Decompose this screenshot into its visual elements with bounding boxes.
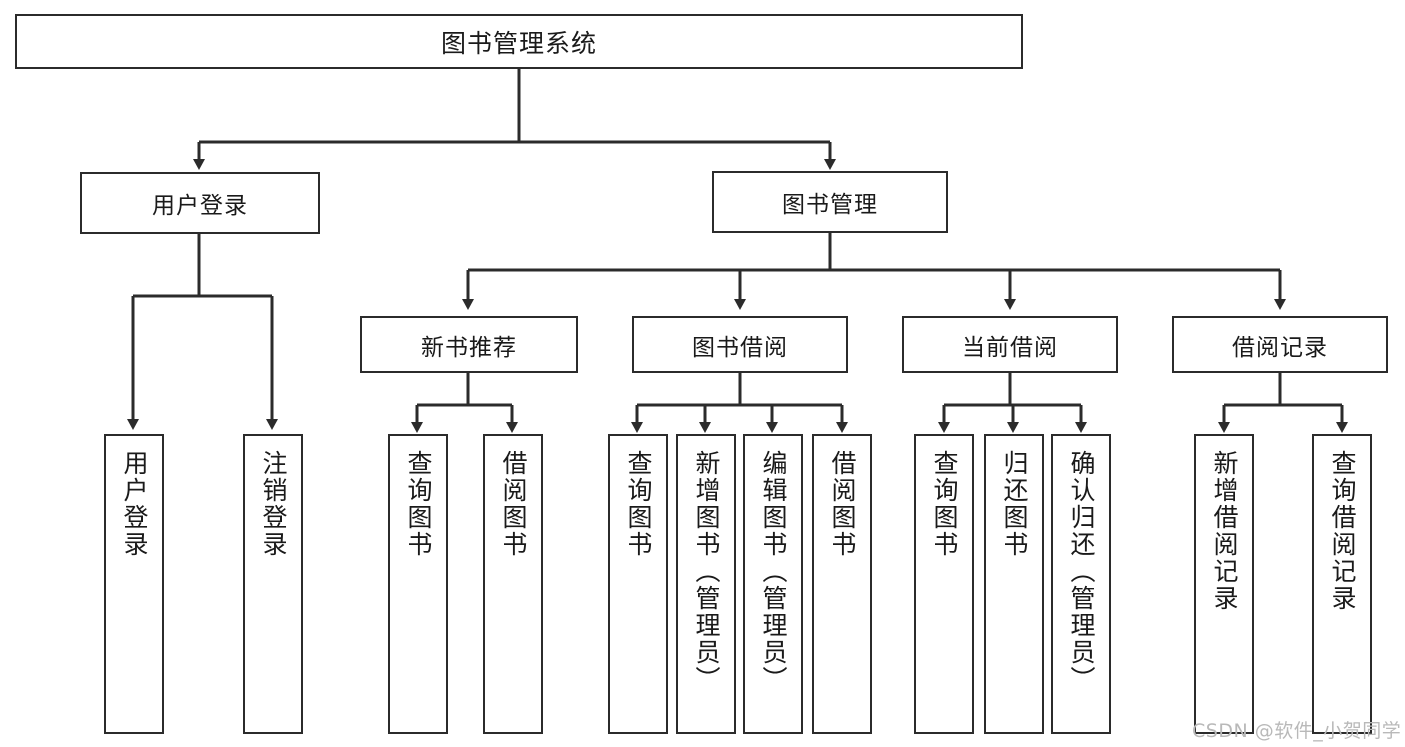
leaf-borrow-record-query[interactable]: 查询借阅记录 [1312, 434, 1372, 734]
node-label: 新增图书（管理员） [692, 450, 721, 693]
node-label: 归还图书 [1000, 450, 1029, 558]
node-label: 注销登录 [259, 450, 288, 558]
leaf-user-login-login[interactable]: 用户登录 [104, 434, 164, 734]
leaf-new-book-query[interactable]: 查询图书 [388, 434, 448, 734]
node-borrow-record[interactable]: 借阅记录 [1172, 316, 1388, 373]
node-label: 新书推荐 [421, 334, 517, 361]
leaf-book-borrow-query[interactable]: 查询图书 [608, 434, 668, 734]
leaf-current-borrow-confirm-return[interactable]: 确认归还（管理员） [1051, 434, 1111, 734]
node-label: 借阅图书 [499, 450, 528, 558]
node-label: 查询借阅记录 [1328, 450, 1357, 612]
node-label: 当前借阅 [962, 334, 1058, 361]
node-user-login[interactable]: 用户登录 [80, 172, 320, 234]
node-label: 借阅图书 [828, 450, 857, 558]
leaf-book-borrow-borrow[interactable]: 借阅图书 [812, 434, 872, 734]
csdn-watermark: CSDN @软件_小贺同学 [1192, 720, 1402, 742]
node-label: 图书管理 [782, 192, 878, 218]
node-label: 用户登录 [152, 193, 248, 219]
leaf-user-login-logout[interactable]: 注销登录 [243, 434, 303, 734]
node-label: 查询图书 [624, 450, 653, 558]
leaf-borrow-record-add[interactable]: 新增借阅记录 [1194, 434, 1254, 734]
leaf-book-borrow-edit[interactable]: 编辑图书（管理员） [743, 434, 803, 734]
node-label: 新增借阅记录 [1210, 450, 1239, 612]
node-label: 图书管理系统 [440, 28, 597, 58]
node-label: 图书借阅 [692, 334, 788, 361]
leaf-book-borrow-add[interactable]: 新增图书（管理员） [676, 434, 736, 734]
node-label: 借阅记录 [1232, 334, 1328, 361]
node-new-book-recommend[interactable]: 新书推荐 [360, 316, 578, 373]
node-label: 编辑图书（管理员） [759, 450, 788, 693]
node-root-system[interactable]: 图书管理系统 [15, 14, 1023, 69]
leaf-new-book-borrow[interactable]: 借阅图书 [483, 434, 543, 734]
node-book-borrow[interactable]: 图书借阅 [632, 316, 848, 373]
leaf-current-borrow-return[interactable]: 归还图书 [984, 434, 1044, 734]
node-label: 查询图书 [404, 450, 433, 558]
leaf-current-borrow-query[interactable]: 查询图书 [914, 434, 974, 734]
node-book-management[interactable]: 图书管理 [712, 171, 948, 233]
node-label: 查询图书 [930, 450, 959, 558]
node-current-borrow[interactable]: 当前借阅 [902, 316, 1118, 373]
node-label: 用户登录 [120, 450, 149, 558]
node-label: 确认归还（管理员） [1067, 450, 1096, 693]
